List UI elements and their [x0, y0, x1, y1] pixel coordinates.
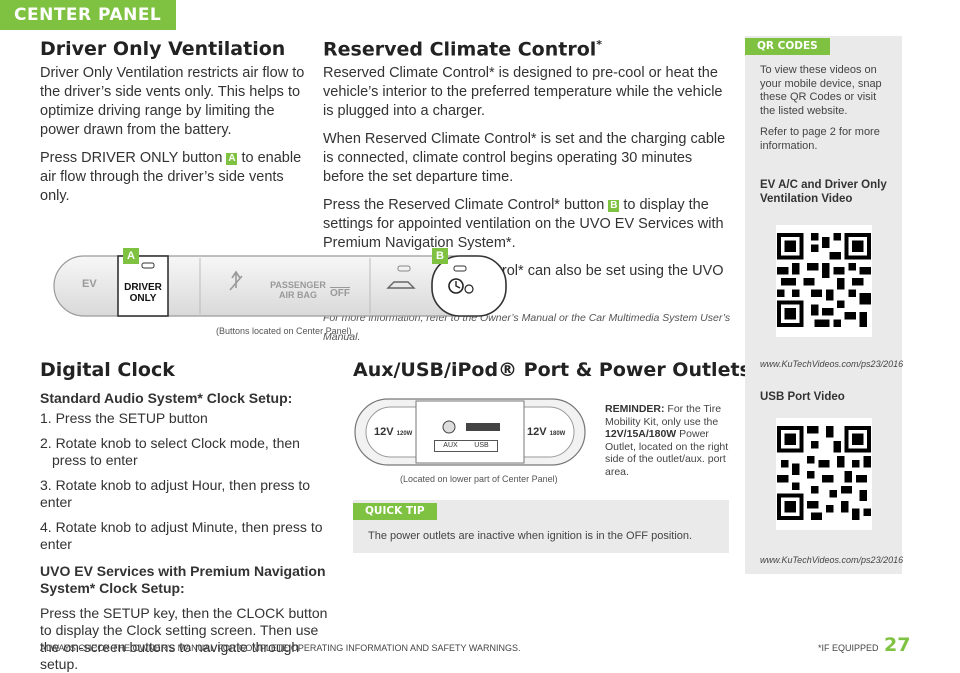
clock-step: 2. Rotate knob to select Clock mode, the… — [40, 435, 300, 468]
passenger-airbag-indicator: PASSENGER AIR BAG — [270, 280, 326, 300]
reserved-title: Reserved Climate Control* — [323, 38, 603, 61]
callout-a: A — [123, 248, 139, 264]
qr-code-1[interactable] — [776, 225, 872, 337]
qr-codes-label: QR CODES — [745, 38, 830, 55]
qr-code-2[interactable] — [776, 418, 872, 530]
airbag-off-label: OFF — [330, 288, 350, 299]
marker-a: A — [226, 153, 238, 165]
outlet-illustration — [354, 397, 586, 467]
driver-only-paragraph: Driver Only Ventilation restricts air fl… — [40, 65, 305, 138]
quick-tip-text: The power outlets are inactive when igni… — [368, 530, 693, 542]
driver-only-instruction: Press DRIVER ONLY button A to enable air… — [40, 150, 302, 204]
quick-tip-label: QUICK TIP — [353, 503, 437, 520]
aux-usb-port-label[interactable]: AUX USB — [434, 440, 498, 452]
qr-refer: Refer to page 2 for more information. — [760, 126, 880, 152]
qr-intro: To view these videos on your mobile devi… — [760, 64, 882, 117]
clock-step: 1. Press the SETUP button — [40, 410, 208, 426]
clock-body: Standard Audio System* Clock Setup: 1. P… — [40, 390, 330, 673]
clock-title: Digital Clock — [40, 359, 175, 381]
clock-uvo-heading: UVO EV Services with Premium Navigation … — [40, 563, 326, 596]
video1-url[interactable]: www.KuTechVideos.com/ps23/2016 — [760, 359, 904, 369]
clock-step: 3. Rotate knob to adjust Hour, then pres… — [40, 477, 311, 510]
reserved-p3: Press the Reserved Climate Control* butt… — [323, 197, 724, 251]
center-panel-illustration — [52, 248, 508, 322]
video1-title: EV A/C and Driver Only Ventilation Video — [760, 179, 887, 205]
outlet-180w: 12V 180W — [527, 426, 566, 438]
reserved-body: Reserved Climate Control* is designed to… — [323, 64, 735, 347]
panel-caption: (Buttons located on Center Panel) — [216, 326, 352, 336]
driver-only-button[interactable]: DRIVER ONLY — [124, 282, 162, 304]
clock-uvo-text: Press the SETUP key, then the CLOCK butt… — [40, 605, 328, 672]
reserved-climate-button[interactable] — [438, 288, 474, 310]
marker-b: B — [608, 200, 620, 212]
outlet-120w: 12V 120W — [374, 426, 413, 438]
outlet-caption: (Located on lower part of Center Panel) — [400, 474, 558, 484]
aux-title: Aux/USB/iPod® Port & Power Outlets — [353, 359, 751, 381]
reserved-p2: When Reserved Climate Control* is set an… — [323, 131, 726, 185]
section-tab: CENTER PANEL — [0, 0, 176, 30]
ev-label: EV — [82, 278, 97, 290]
footer-warning: ALWAYS CHECK THE OWNER’S MANUAL FOR COMP… — [40, 643, 521, 653]
clock-step: 4. Rotate knob to adjust Minute, then pr… — [40, 519, 323, 552]
clock-steps: 1. Press the SETUP button 2. Rotate knob… — [40, 410, 330, 553]
aux-port-label: AUX — [443, 442, 458, 449]
clock-std-heading: Standard Audio System* Clock Setup: — [40, 390, 293, 406]
footer-if-equipped: *IF EQUIPPED — [818, 643, 879, 653]
driver-only-body: Driver Only Ventilation restricts air fl… — [40, 64, 308, 215]
reserved-p1: Reserved Climate Control* is designed to… — [323, 65, 723, 119]
video2-url[interactable]: www.KuTechVideos.com/ps23/2016 — [760, 555, 904, 565]
video2-title: USB Port Video — [760, 391, 845, 403]
page-number: 27 — [884, 634, 911, 656]
callout-b: B — [432, 248, 448, 264]
usb-port-label: USB — [474, 442, 489, 449]
driver-only-title: Driver Only Ventilation — [40, 38, 286, 60]
reminder-note: REMINDER: For the Tire Mobility Kit, onl… — [605, 403, 729, 478]
